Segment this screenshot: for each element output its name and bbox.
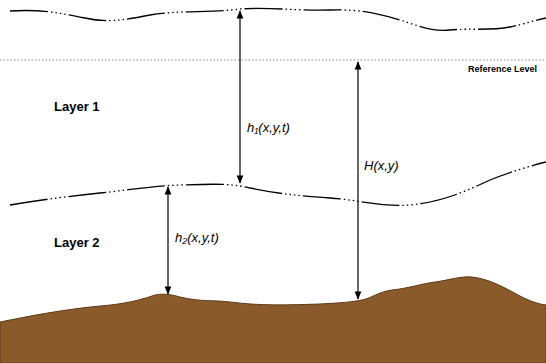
variable-label: h₂(x,y,t) xyxy=(175,231,219,245)
depth-arrow xyxy=(357,62,358,299)
layer-label: Layer 2 xyxy=(54,236,100,250)
thickness-arrow xyxy=(167,187,168,294)
sea-floor xyxy=(0,277,546,363)
free-surface xyxy=(10,8,546,30)
layer-interface xyxy=(10,162,546,205)
thickness-arrow xyxy=(239,11,240,183)
reference-label: Reference Level xyxy=(468,65,537,75)
layer-label: Layer 1 xyxy=(54,100,100,114)
reference-line xyxy=(0,60,546,61)
variable-label: H(x,y) xyxy=(364,159,399,173)
variable-label: h₁(x,y,t) xyxy=(247,121,290,135)
